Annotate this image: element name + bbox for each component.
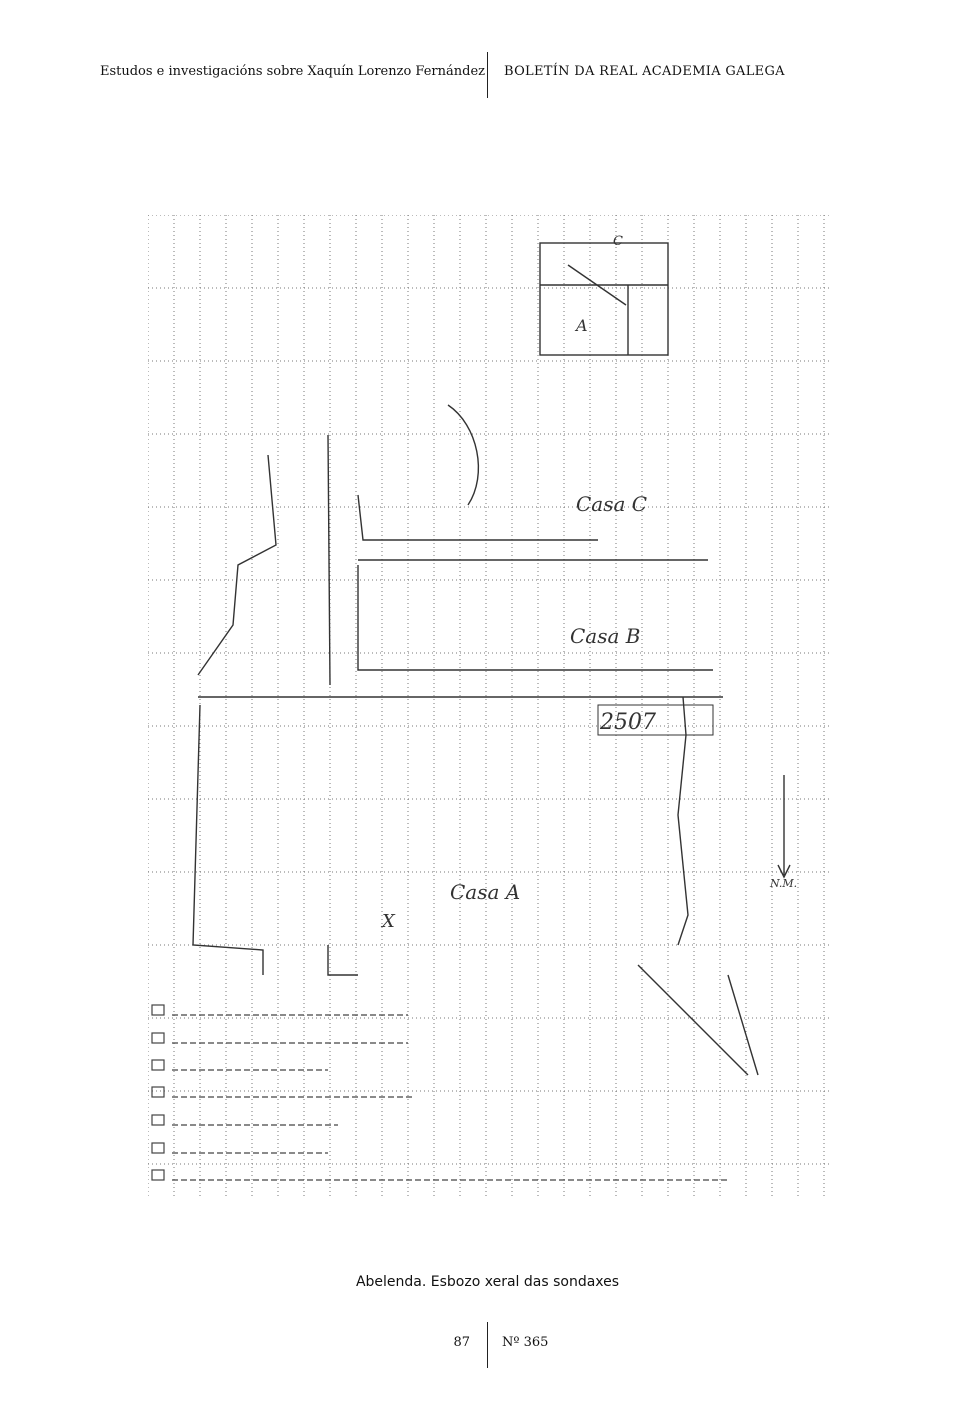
legend-symbol [151, 1032, 165, 1044]
legend-symbol [151, 1169, 165, 1181]
sketch-figure: C A Casa C Casa B Casa A 2507 N.M. X [147, 214, 830, 1197]
header-divider [487, 52, 488, 98]
running-header-right: BOLETÍN DA REAL ACADEMIA GALEGA [504, 64, 785, 79]
label-inset-a: A [574, 316, 588, 335]
legend-symbol [151, 1086, 165, 1098]
label-casa-b: Casa B [570, 624, 640, 648]
label-number: 2507 [599, 710, 656, 735]
running-header-left: Estudos e investigacións sobre Xaquín Lo… [99, 64, 485, 79]
mark-x: X [380, 911, 396, 932]
label-casa-a: Casa A [450, 880, 520, 904]
site-sketch: C A Casa C Casa B Casa A 2507 N.M. X [147, 214, 830, 1197]
legend-symbol [151, 1114, 165, 1126]
issue-number: Nº 365 [502, 1335, 549, 1350]
legend-symbol [151, 1004, 165, 1016]
label-casa-c: Casa C [576, 492, 647, 516]
label-north: N.M. [769, 877, 797, 890]
legend-symbol [151, 1059, 165, 1071]
page-number: 87 [453, 1335, 470, 1350]
label-inset-c: C [613, 234, 623, 249]
legend-symbol [151, 1142, 165, 1154]
footer-divider [487, 1322, 488, 1368]
figure-caption: Abelenda. Esbozo xeral das sondaxes [355, 1274, 620, 1290]
